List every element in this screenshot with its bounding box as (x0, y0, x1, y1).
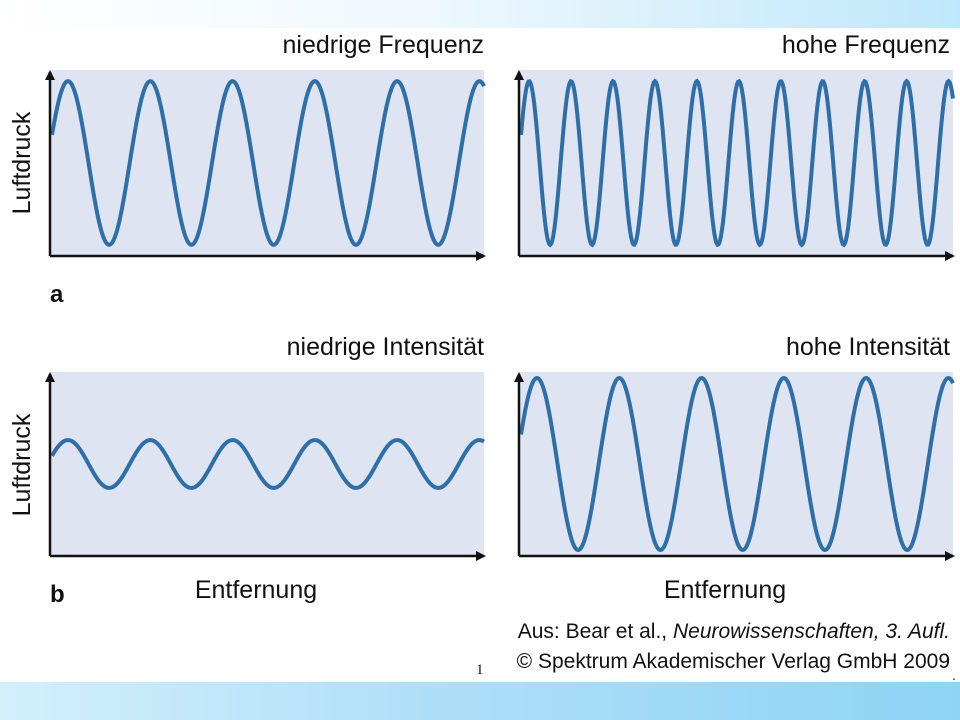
sine-wave (519, 78, 955, 248)
panel-low-frequency: niedrige Frequenz Luftdruck (8, 31, 486, 261)
panel-high-frequency: hohe Frequenz (514, 31, 955, 261)
credit-prefix: Aus: Bear et al., (517, 620, 673, 643)
panel-background (50, 372, 484, 556)
panel-title: niedrige Intensität (287, 333, 484, 361)
trailing-dot: . (952, 667, 956, 683)
source-credit-line1: Aus: Bear et al., Neurowissenschaften, 3… (500, 620, 950, 644)
top-gradient-band (0, 0, 960, 28)
y-axis-label: Luftdruck (8, 111, 36, 214)
credit-publisher: © Spektrum Akademischer Verlag GmbH 2009 (516, 650, 950, 673)
panel-high-intensity: hohe Intensität Entfernung (514, 333, 955, 604)
x-axis-label: Entfernung (195, 576, 317, 604)
panel-low-intensity: niedrige Intensität Luftdruck Entfernung (8, 333, 486, 604)
source-credit-line2: © Spektrum Akademischer Verlag GmbH 2009 (500, 650, 950, 674)
panel-background (50, 70, 484, 256)
y-axis-label: Luftdruck (8, 413, 36, 516)
row-label-b: b (50, 581, 65, 608)
panel-title: hohe Frequenz (782, 31, 950, 59)
credit-book-title: Neurowissenschaften, 3. Aufl. (672, 620, 950, 643)
row-label-a: a (50, 281, 64, 308)
sine-wave (519, 375, 955, 553)
bottom-gradient-band (0, 682, 960, 720)
panel-title: niedrige Frequenz (282, 31, 484, 59)
panel-background (519, 372, 953, 556)
sine-wave (50, 438, 485, 490)
x-axis-label: Entfernung (664, 576, 786, 604)
page-number: 1 (476, 662, 484, 678)
panel-title: hohe Intensität (786, 333, 950, 361)
sine-wave (50, 79, 486, 247)
